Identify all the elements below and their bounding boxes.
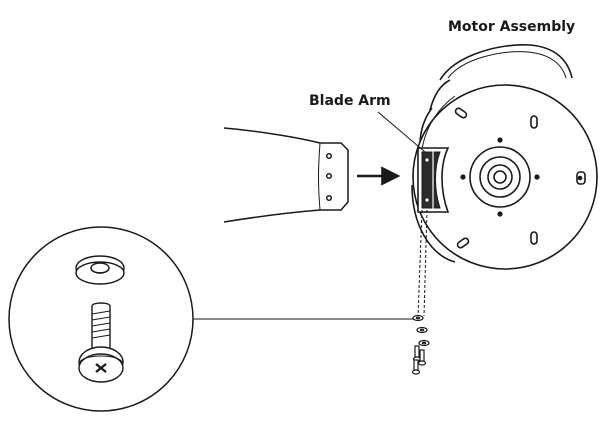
- magnified-callout: [8, 226, 194, 412]
- screw-shaft: [419, 349, 425, 363]
- mount-slot: [530, 115, 538, 129]
- mount-slot: [576, 171, 586, 185]
- motor-assembly: [411, 44, 598, 270]
- motor-hub-shaft: [493, 170, 507, 184]
- screw-washer-stack: [411, 314, 430, 375]
- motor-assembly-label: Motor Assembly: [448, 19, 576, 35]
- screw-head: [411, 369, 421, 375]
- motor-hub-inner: [487, 164, 513, 190]
- blade-arm-label: Blade Arm: [309, 93, 391, 109]
- hub-dot: [460, 174, 466, 180]
- motor-top-rim-inner: [447, 51, 567, 79]
- blade-arm-bracket: [223, 127, 349, 223]
- screw-alignment-lines: [417, 209, 428, 317]
- screw-shaft: [414, 345, 420, 359]
- motor-face: [412, 84, 598, 270]
- blade-arm-leader: [377, 111, 426, 153]
- motor-face-ring: [421, 95, 456, 151]
- screw-shaft: [413, 359, 419, 372]
- motor-side-band: [429, 79, 451, 111]
- motor-back-lower: [411, 184, 456, 263]
- hub-dot: [497, 211, 503, 217]
- washer: [419, 328, 425, 332]
- washer: [421, 341, 427, 345]
- mount-slot: [454, 107, 468, 119]
- attached-blade-arm: [417, 147, 450, 213]
- washer-icon: [75, 255, 125, 285]
- washer: [415, 316, 421, 320]
- hub-dot: [497, 137, 503, 143]
- mount-slot: [530, 231, 538, 245]
- phillips-screw-icon: [78, 302, 124, 383]
- motor-top-rim: [439, 44, 573, 81]
- mount-slot: [456, 237, 470, 249]
- mount-hole: [577, 175, 583, 181]
- motor-hub-middle: [479, 156, 521, 198]
- hub-dot: [534, 174, 540, 180]
- motor-hub-outer: [469, 146, 531, 208]
- screw-head: [417, 360, 427, 366]
